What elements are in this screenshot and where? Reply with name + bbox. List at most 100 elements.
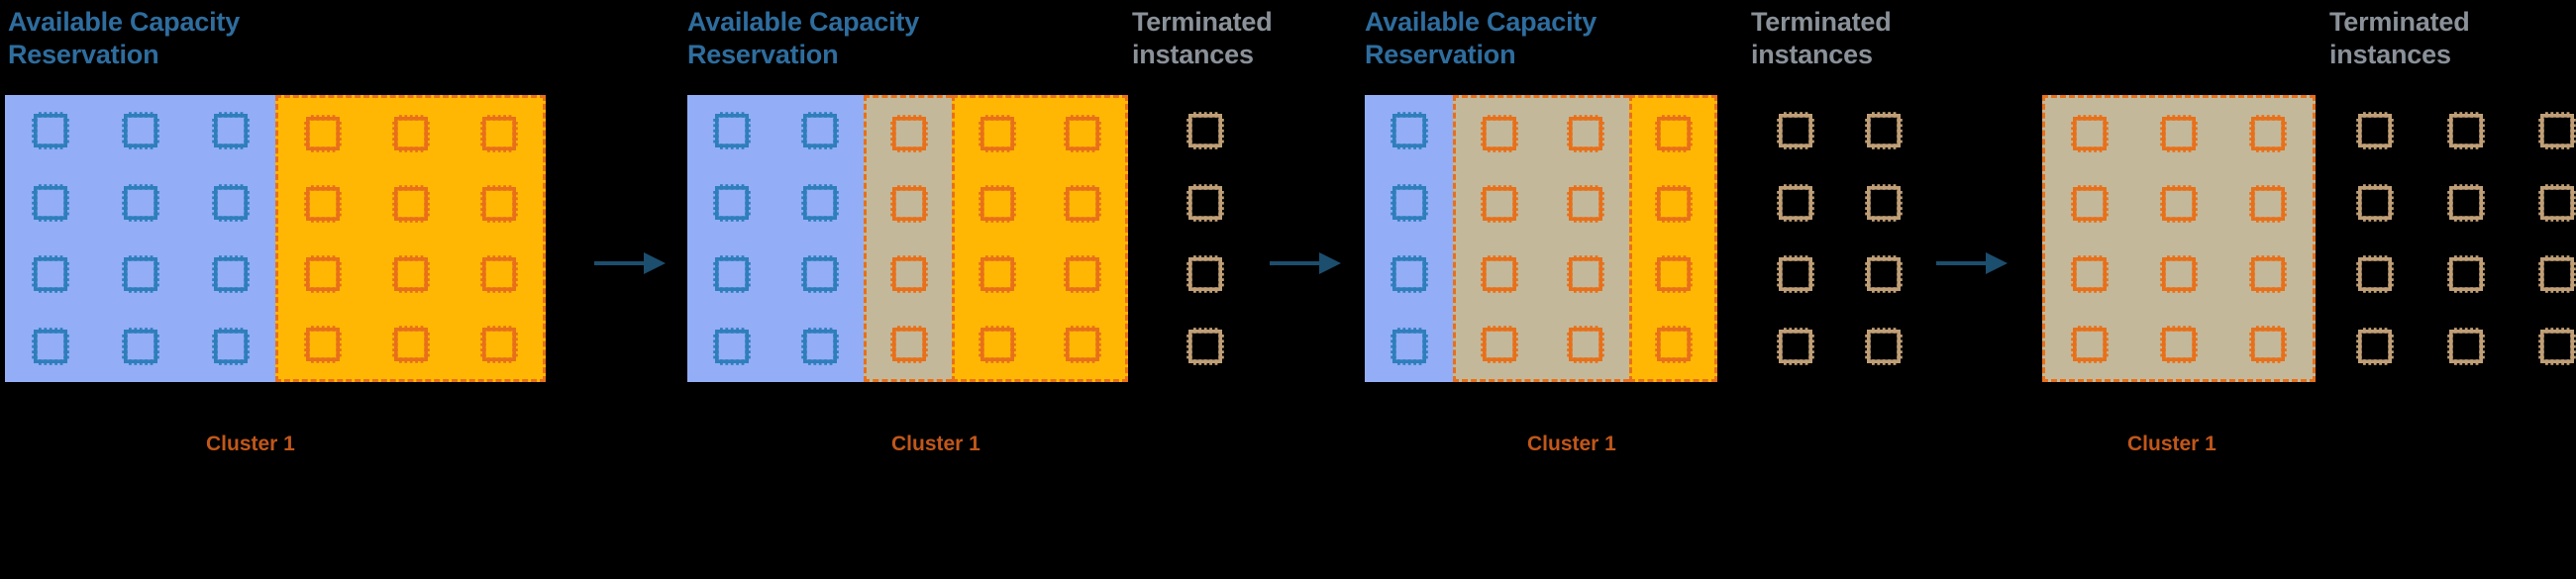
terminated-chip-row xyxy=(2329,311,2576,383)
chip-icon xyxy=(391,184,431,224)
chip-icon xyxy=(2355,183,2395,223)
chip-icon xyxy=(479,114,519,153)
chip-icon xyxy=(211,254,251,294)
chip-row xyxy=(5,95,275,167)
chip-icon xyxy=(1864,327,1904,366)
chip-icon xyxy=(1480,184,1519,224)
terminated-chip-row xyxy=(1161,167,1249,240)
chip-icon xyxy=(2248,114,2288,153)
chip-icon xyxy=(2446,111,2486,150)
terminated-chip-row xyxy=(1161,239,1249,311)
chip-icon xyxy=(479,184,519,224)
chip-icon xyxy=(889,325,929,364)
chip-icon xyxy=(121,254,160,294)
chip-row xyxy=(1632,239,1714,309)
stage-2-band-released xyxy=(864,95,952,382)
chip-row xyxy=(867,309,952,379)
chip-icon xyxy=(1185,254,1225,294)
chip-icon xyxy=(121,183,160,223)
chip-icon xyxy=(31,327,70,366)
chip-row xyxy=(278,168,543,239)
chip-icon xyxy=(121,327,160,366)
chip-icon xyxy=(1063,325,1102,364)
chip-row xyxy=(955,239,1125,309)
arrow-3 xyxy=(1936,249,2008,282)
stage-1-band-available xyxy=(5,95,275,382)
chip-icon xyxy=(1480,325,1519,364)
chip-icon xyxy=(211,327,251,366)
chip-icon xyxy=(2537,111,2576,150)
chip-icon xyxy=(1390,327,1429,366)
arrow-right-icon xyxy=(1936,252,2008,274)
stage-2-band-reserved xyxy=(952,95,1128,382)
terminated-chip-row xyxy=(2329,95,2576,167)
chip-icon xyxy=(1063,254,1102,294)
stage-3-capacity-grid xyxy=(1365,95,1717,382)
chip-icon xyxy=(712,327,752,366)
chip-icon xyxy=(391,114,431,153)
chip-icon xyxy=(1480,114,1519,153)
chip-row xyxy=(687,311,864,383)
chip-icon xyxy=(1864,183,1904,223)
chip-icon xyxy=(712,183,752,223)
chip-icon xyxy=(1390,254,1429,294)
chip-row xyxy=(5,239,275,311)
stage-2-capacity-grid xyxy=(687,95,1128,382)
chip-icon xyxy=(1063,184,1102,224)
stage-4-capacity-grid xyxy=(2042,95,2316,382)
chip-row xyxy=(2045,98,2313,168)
chip-icon xyxy=(978,254,1017,294)
chip-icon xyxy=(1566,254,1605,294)
chip-icon xyxy=(2446,254,2486,294)
chip-icon xyxy=(2159,254,2199,294)
chip-icon xyxy=(2159,184,2199,224)
chip-icon xyxy=(1776,111,1815,150)
chip-icon xyxy=(2070,114,2110,153)
stage-2-band-available xyxy=(687,95,864,382)
stage-2-title: Available Capacity Reservation xyxy=(687,7,920,69)
chip-icon xyxy=(2537,254,2576,294)
chip-icon xyxy=(889,254,929,294)
chip-icon xyxy=(31,254,70,294)
chip-row xyxy=(867,239,952,309)
chip-row xyxy=(867,168,952,239)
stage-3-terminated-title: Terminated instances xyxy=(1751,7,1892,69)
stage-2-terminated-grid xyxy=(1161,95,1249,382)
chip-icon xyxy=(2537,327,2576,366)
chip-icon xyxy=(712,254,752,294)
chip-row xyxy=(687,95,864,167)
stage-4-terminated-grid xyxy=(2329,95,2576,382)
chip-icon xyxy=(978,325,1017,364)
chip-icon xyxy=(1654,114,1694,153)
chip-icon xyxy=(1480,254,1519,294)
chip-icon xyxy=(1566,184,1605,224)
chip-icon xyxy=(1566,114,1605,153)
chip-icon xyxy=(1654,254,1694,294)
stage-4-band-released xyxy=(2042,95,2316,382)
arrow-right-icon xyxy=(1270,252,1341,274)
chip-row xyxy=(1456,168,1629,239)
chip-icon xyxy=(2355,111,2395,150)
terminated-chip-row xyxy=(1161,95,1249,167)
chip-icon xyxy=(303,325,343,364)
chip-row xyxy=(687,167,864,240)
chip-icon xyxy=(978,114,1017,153)
arrow-1 xyxy=(594,249,666,282)
stage-3-cluster-label: Cluster 1 xyxy=(1527,433,1616,455)
stage-3-band-reserved xyxy=(1629,95,1717,382)
chip-row xyxy=(955,309,1125,379)
stage-1-capacity-grid xyxy=(5,95,546,382)
chip-icon xyxy=(1390,183,1429,223)
chip-row xyxy=(5,167,275,240)
chip-icon xyxy=(978,184,1017,224)
chip-icon xyxy=(2248,325,2288,364)
stage-1-band-reserved xyxy=(275,95,546,382)
chip-icon xyxy=(1390,111,1429,150)
chip-row xyxy=(1456,239,1629,309)
chip-row xyxy=(2045,239,2313,309)
stage-1-cluster-label: Cluster 1 xyxy=(206,433,295,455)
chip-icon xyxy=(2248,254,2288,294)
terminated-chip-row xyxy=(2329,167,2576,240)
terminated-chip-row xyxy=(1751,95,1927,167)
chip-icon xyxy=(889,184,929,224)
